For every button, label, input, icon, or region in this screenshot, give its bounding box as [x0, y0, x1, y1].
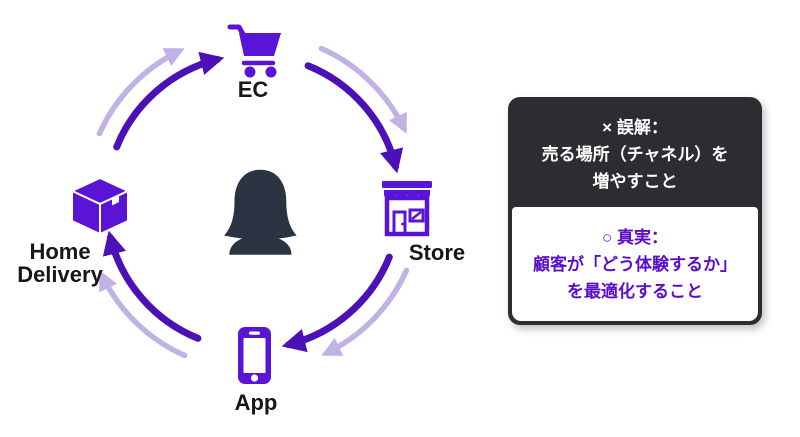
misconception-line-1: × 誤解： — [602, 117, 668, 137]
truth-line-3: を最適化すること — [567, 281, 703, 301]
node-label-home: Home — [29, 239, 90, 264]
arrow-light-homedelivery-to-ec — [96, 48, 185, 137]
omnichannel-cycle-diagram: EC Store App Home Delivery — [17, 24, 465, 415]
cycle-arrows-light — [96, 45, 410, 359]
callout-card: × 誤解： 売る場所（チャネル）を 増やすこと ○ 真実： 顧客が「どう体験する… — [508, 97, 762, 325]
misconception-line-3: 増やすこと — [592, 171, 678, 191]
node-label-app: App — [235, 390, 278, 415]
arrow-dark-homedelivery-to-ec — [113, 51, 225, 151]
arrow-light-ec-to-store — [318, 45, 407, 134]
node-label-ec: EC — [238, 77, 269, 102]
arrow-dark-ec-to-store — [304, 62, 404, 174]
smartphone-icon — [238, 327, 271, 384]
truth-line-1: ○ 真実： — [602, 227, 668, 247]
cycle-arrows-dark — [102, 51, 404, 353]
truth-line-2: 顧客が「どう体験するか」 — [533, 254, 737, 274]
shopping-cart-icon — [227, 24, 281, 78]
node-label-delivery: Delivery — [17, 262, 103, 287]
storefront-icon — [382, 181, 432, 237]
arrow-light-app-to-homedelivery — [99, 270, 188, 359]
arrow-dark-app-to-homedelivery — [102, 230, 202, 342]
arrow-dark-store-to-app — [281, 253, 393, 353]
misconception-line-2: 売る場所（チャネル）を — [541, 144, 729, 164]
package-icon — [71, 177, 129, 235]
arrow-light-store-to-app — [321, 267, 410, 356]
truth-section: ○ 真実： 顧客が「どう体験するか」 を最適化すること — [512, 207, 758, 321]
person-icon — [224, 169, 297, 255]
misconception-section: × 誤解： 売る場所（チャネル）を 増やすこと — [512, 101, 758, 207]
node-label-store: Store — [409, 240, 465, 265]
